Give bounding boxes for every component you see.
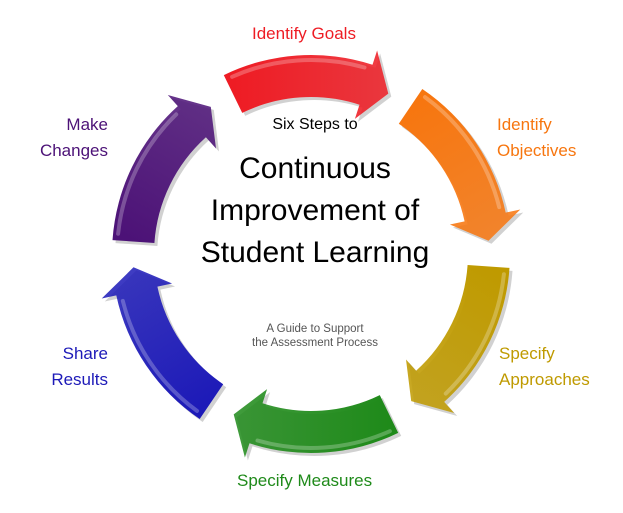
step-label-line: Objectives	[497, 141, 577, 160]
step-label-specify-approaches: Specify Approaches	[499, 341, 590, 393]
arrow-highlight	[116, 112, 179, 236]
arrow-highlight	[255, 429, 392, 450]
arrow-highlight	[423, 95, 502, 210]
cycle-arrow-identify-goals	[223, 50, 389, 119]
step-label-line: Share	[62, 344, 108, 363]
cycle-arrow-specify-approaches	[406, 265, 510, 413]
diagram-title-line: Improvement of	[210, 194, 420, 227]
step-label-line: Results	[51, 370, 108, 389]
arrow-highlight	[120, 298, 199, 413]
cycle-arrow-specify-measures	[233, 389, 399, 458]
step-label-line: Specify	[499, 344, 555, 363]
step-label-specify-measures: Specify Measures	[237, 468, 372, 494]
arrow-highlight	[230, 58, 367, 79]
diagram-subtitle-line: the Assessment Process	[252, 337, 378, 349]
step-label-line: Changes	[39, 141, 108, 160]
arrow-highlight	[443, 272, 506, 396]
diagram-subtitle: A Guide to Support the Assessment Proces…	[175, 322, 455, 350]
diagram-intro: Six Steps to	[272, 116, 358, 133]
step-label-line: Identify	[497, 115, 552, 134]
diagram-title: Continuous Improvement of Student Learni…	[175, 148, 455, 274]
step-label-make-changes: Make Changes	[34, 112, 108, 164]
step-label-line: Make	[66, 115, 108, 134]
step-label-share-results: Share Results	[34, 341, 108, 393]
step-label-line: Approaches	[499, 370, 590, 389]
step-label-line: Specify Measures	[237, 471, 373, 490]
step-label-identify-goals: Identify Goals	[252, 21, 356, 47]
diagram-subtitle-line: A Guide to Support	[266, 323, 364, 335]
center-text: Six Steps to Continuous Improvement of S…	[175, 115, 455, 350]
cycle-arrow-make-changes	[112, 95, 216, 243]
step-label-line: Identify Goals	[252, 24, 356, 43]
diagram-title-line: Continuous	[239, 152, 391, 185]
diagram-title-line: Student Learning	[200, 236, 430, 269]
cycle-arrow-share-results	[101, 267, 224, 419]
step-label-identify-objectives: Identify Objectives	[497, 112, 576, 164]
cycle-arrow-identify-objectives	[398, 89, 521, 241]
